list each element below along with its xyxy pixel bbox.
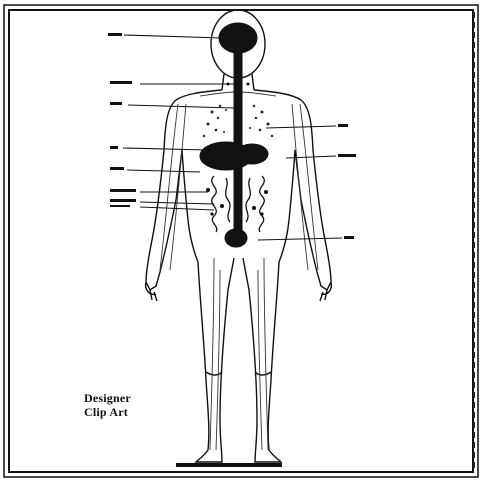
label-left-4 <box>110 146 118 149</box>
knee-marks <box>206 372 271 375</box>
leader-lines <box>123 35 342 240</box>
label-left-2 <box>110 81 132 84</box>
right-leg-outline <box>243 258 281 462</box>
caption-bar <box>176 463 282 467</box>
leader-right-1 <box>266 126 336 128</box>
leader-left-3 <box>128 105 234 108</box>
leader-left-5 <box>127 170 200 172</box>
label-right-1 <box>338 124 348 127</box>
left-leg-outline <box>196 258 234 462</box>
brain <box>219 23 257 53</box>
leader-right-2 <box>286 156 336 158</box>
label-left-3 <box>110 102 122 105</box>
organs <box>200 23 268 247</box>
leader-right-3 <box>258 238 342 240</box>
watermark-line-2: Clip Art <box>84 405 204 419</box>
label-marks <box>108 33 356 239</box>
bladder <box>225 229 247 247</box>
stomach <box>236 144 268 164</box>
label-left-5 <box>110 167 124 170</box>
label-right-3 <box>344 236 354 239</box>
left-side-outline <box>146 90 222 290</box>
label-left-7 <box>110 199 136 202</box>
label-left-6 <box>110 189 136 192</box>
designer-clip-art-watermark: Designer Clip Art <box>84 391 204 419</box>
leader-left-4 <box>123 148 208 150</box>
label-left-8 <box>110 205 130 207</box>
left-inner-arm <box>182 150 188 220</box>
leader-left-1 <box>124 35 222 38</box>
label-right-2 <box>338 154 356 157</box>
label-left-1 <box>108 33 122 36</box>
watermark-line-1: Designer <box>84 391 204 405</box>
right-inner-arm <box>289 150 295 220</box>
